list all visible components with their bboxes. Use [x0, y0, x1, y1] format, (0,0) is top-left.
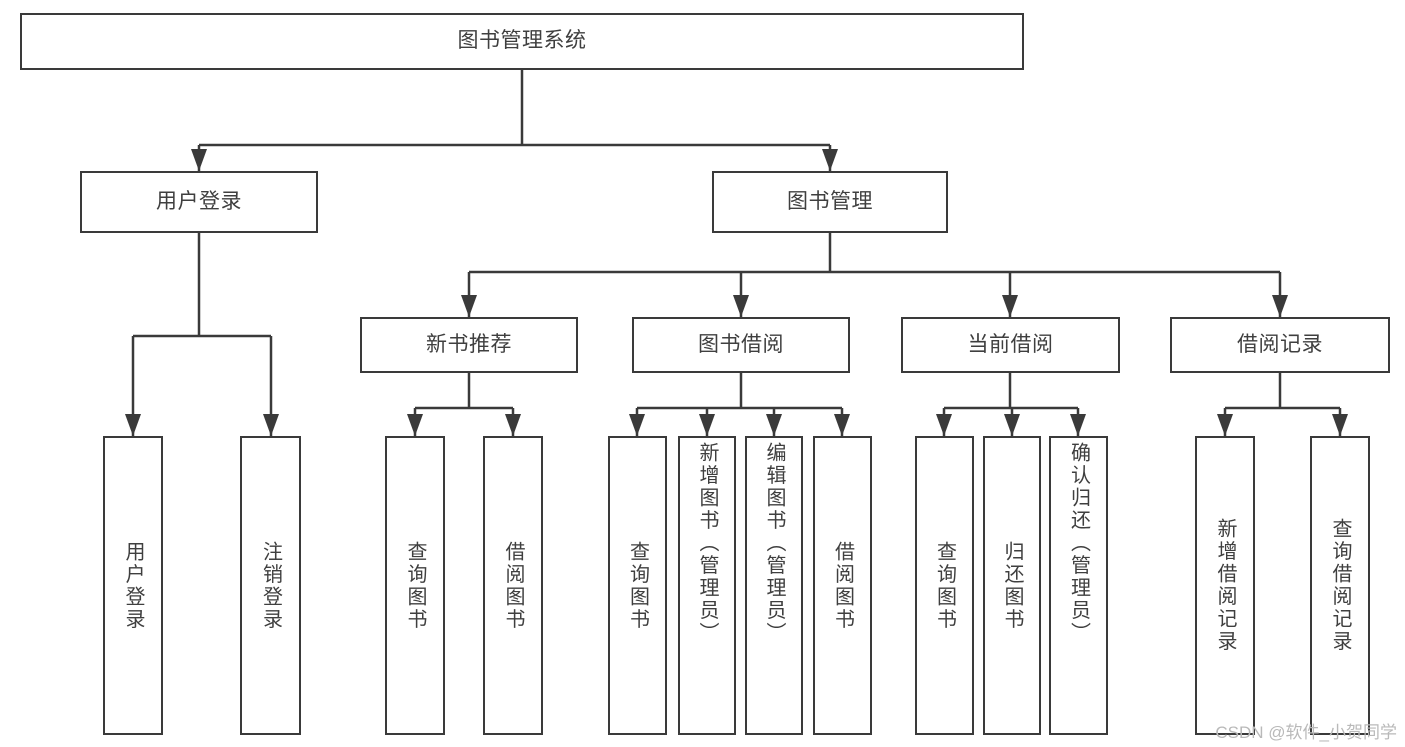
watermark-text: CSDN @软件_小贺同学	[1215, 723, 1397, 742]
node-current-borrow[interactable]: 当前借阅	[901, 317, 1120, 373]
node-label: 当前借阅	[967, 332, 1054, 356]
node-book-borrow[interactable]: 图书借阅	[632, 317, 850, 373]
node-leaf-query-book-1[interactable]: 查询图书	[385, 436, 445, 735]
node-label: 图书管理系统	[457, 29, 587, 53]
node-label: 编辑图书（管理员）	[763, 442, 785, 645]
node-label: 新增图书（管理员）	[696, 442, 718, 645]
node-book-manage[interactable]: 图书管理	[712, 171, 948, 233]
node-leaf-borrow-book-2[interactable]: 借阅图书	[813, 436, 872, 735]
node-label: 查询图书	[933, 540, 956, 631]
node-leaf-user-login[interactable]: 用户登录	[103, 436, 163, 735]
node-label: 新增借阅记录	[1214, 518, 1236, 653]
node-leaf-confirm-return[interactable]: 确认归还（管理员）	[1049, 436, 1108, 735]
node-new-book-rec[interactable]: 新书推荐	[360, 317, 578, 373]
node-label: 查询图书	[404, 540, 426, 631]
node-leaf-borrow-book-1[interactable]: 借阅图书	[483, 436, 543, 735]
node-label: 借阅记录	[1237, 332, 1323, 356]
node-leaf-edit-book[interactable]: 编辑图书（管理员）	[745, 436, 803, 735]
node-label: 图书借阅	[698, 332, 784, 356]
node-leaf-add-record[interactable]: 新增借阅记录	[1195, 436, 1255, 735]
node-root[interactable]: 图书管理系统	[20, 13, 1024, 70]
node-label: 图书管理	[787, 189, 873, 213]
node-label: 查询图书	[626, 540, 649, 631]
node-label: 确认归还（管理员）	[1067, 442, 1090, 645]
node-label: 注销登录	[259, 540, 282, 631]
node-leaf-query-book-3[interactable]: 查询图书	[915, 436, 974, 735]
node-leaf-query-book-2[interactable]: 查询图书	[608, 436, 667, 735]
node-leaf-query-record[interactable]: 查询借阅记录	[1310, 436, 1370, 735]
node-label: 借阅图书	[502, 540, 524, 631]
node-label: 用户登录	[122, 540, 144, 631]
node-leaf-logout[interactable]: 注销登录	[240, 436, 301, 735]
node-label: 借阅图书	[831, 540, 854, 631]
node-leaf-return-book[interactable]: 归还图书	[983, 436, 1041, 735]
node-user-login[interactable]: 用户登录	[80, 171, 318, 233]
node-label: 用户登录	[156, 189, 242, 213]
node-leaf-add-book[interactable]: 新增图书（管理员）	[678, 436, 736, 735]
node-label: 查询借阅记录	[1329, 518, 1351, 653]
node-borrow-record[interactable]: 借阅记录	[1170, 317, 1390, 373]
node-label: 归还图书	[1001, 540, 1023, 631]
node-label: 新书推荐	[426, 332, 512, 356]
